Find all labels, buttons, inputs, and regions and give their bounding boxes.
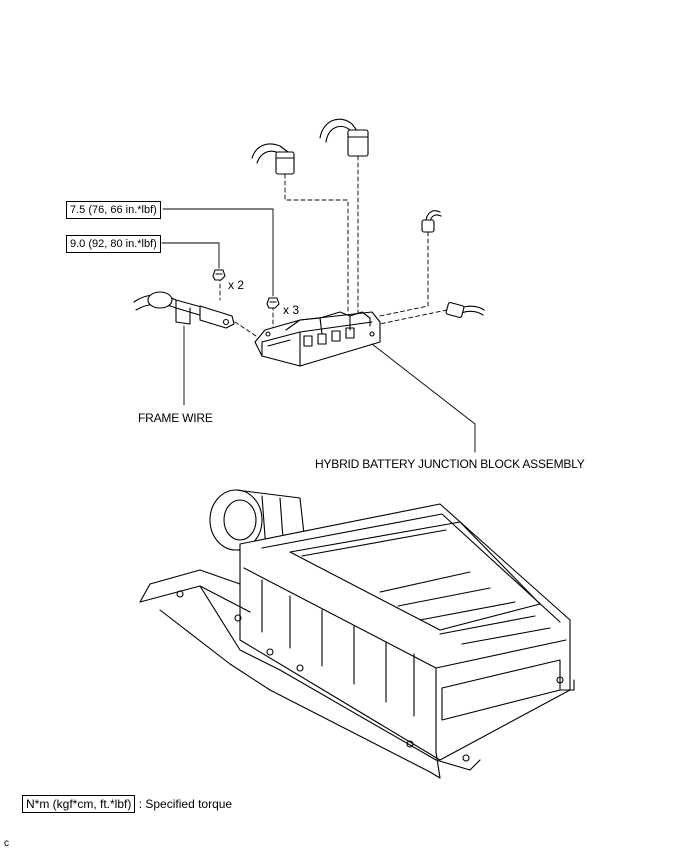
legend-description: : Specified torque <box>138 797 233 811</box>
legend: N*m (kgf*cm, ft.*lbf) : Specified torque <box>22 795 232 813</box>
junction-block-assembly <box>254 311 381 367</box>
corner-mark: c <box>4 838 9 849</box>
connector-plug-right <box>445 302 485 318</box>
hybrid-battery-assembly <box>139 489 575 779</box>
connector-plug-right-small <box>421 210 442 233</box>
alignment-lines <box>219 155 448 341</box>
torque-spec-lower: 9.0 (92, 80 in.*lbf) <box>66 235 161 253</box>
connector-plug-center <box>319 118 369 157</box>
nut-icon-right <box>266 297 280 309</box>
torque-leader-lines <box>161 208 274 297</box>
frame-wire-label: FRAME WIRE <box>138 411 213 425</box>
frame-wire-cable <box>133 291 235 329</box>
junction-block-leader <box>371 343 476 453</box>
nut-icon-left <box>212 269 226 281</box>
torque-spec-upper: 7.5 (76, 66 in.*lbf) <box>66 201 161 219</box>
connector-plug-left <box>251 143 295 175</box>
nut-quantity-left: x 2 <box>228 278 245 292</box>
junction-block-label: HYBRID BATTERY JUNCTION BLOCK ASSEMBLY <box>315 457 585 471</box>
legend-unit-box: N*m (kgf*cm, ft.*lbf) <box>22 795 136 813</box>
nut-quantity-right: x 3 <box>283 303 300 317</box>
